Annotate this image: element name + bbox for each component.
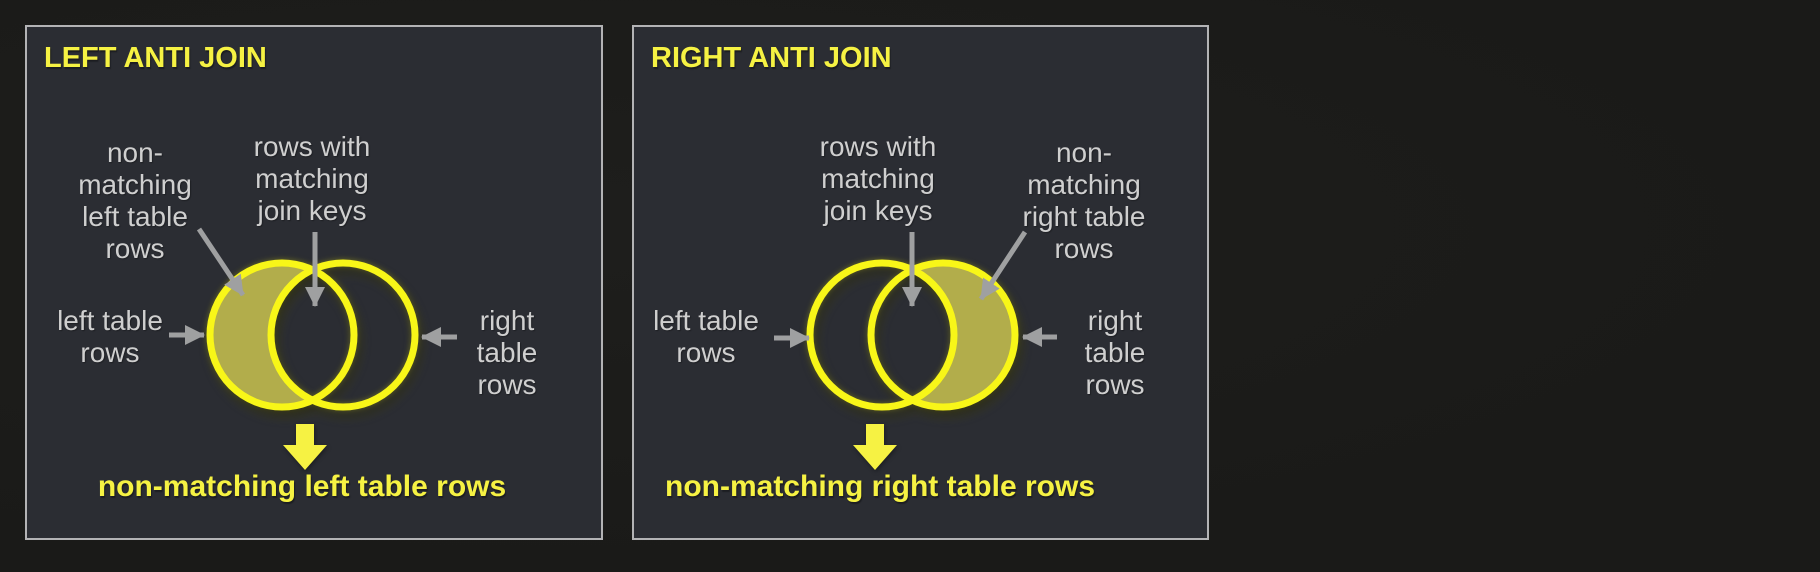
- label-matching-join-keys: rows with matching join keys: [819, 131, 937, 226]
- right-table-circle: [267, 259, 419, 411]
- label-right-table-rows: right table rows: [1084, 305, 1146, 400]
- label-non-matching-left-rows: non- matching left table rows: [78, 137, 192, 264]
- pointer-non-matching-icon: [196, 227, 246, 297]
- arrow-down-icon: [853, 424, 897, 470]
- venn-diagram-left-anti: [169, 227, 457, 470]
- label-left-table-rows: left table rows: [57, 305, 163, 368]
- label-non-matching-right-rows: non- matching right table rows: [1022, 137, 1146, 264]
- arrow-down-icon: [283, 424, 327, 470]
- venn-diagram-right-anti: [774, 230, 1057, 470]
- result-caption: non-matching right table rows: [664, 470, 1096, 503]
- label-left-table-rows: left table rows: [653, 305, 759, 368]
- panel-title: LEFT ANTI JOIN: [44, 42, 267, 74]
- pointer-non-matching-icon: [978, 230, 1028, 301]
- left-table-circle: [206, 259, 358, 411]
- panel-right-anti-join: RIGHT ANTI JOIN rows with matching join …: [632, 25, 1209, 540]
- right-table-circle: [867, 259, 1019, 411]
- panel-left-anti-join: LEFT ANTI JOIN non- matching left table …: [25, 25, 603, 540]
- panel-title: RIGHT ANTI JOIN: [651, 42, 892, 74]
- label-right-table-rows: right table rows: [476, 305, 538, 400]
- result-caption: non-matching left table rows: [97, 470, 507, 503]
- label-matching-join-keys: rows with matching join keys: [253, 131, 371, 226]
